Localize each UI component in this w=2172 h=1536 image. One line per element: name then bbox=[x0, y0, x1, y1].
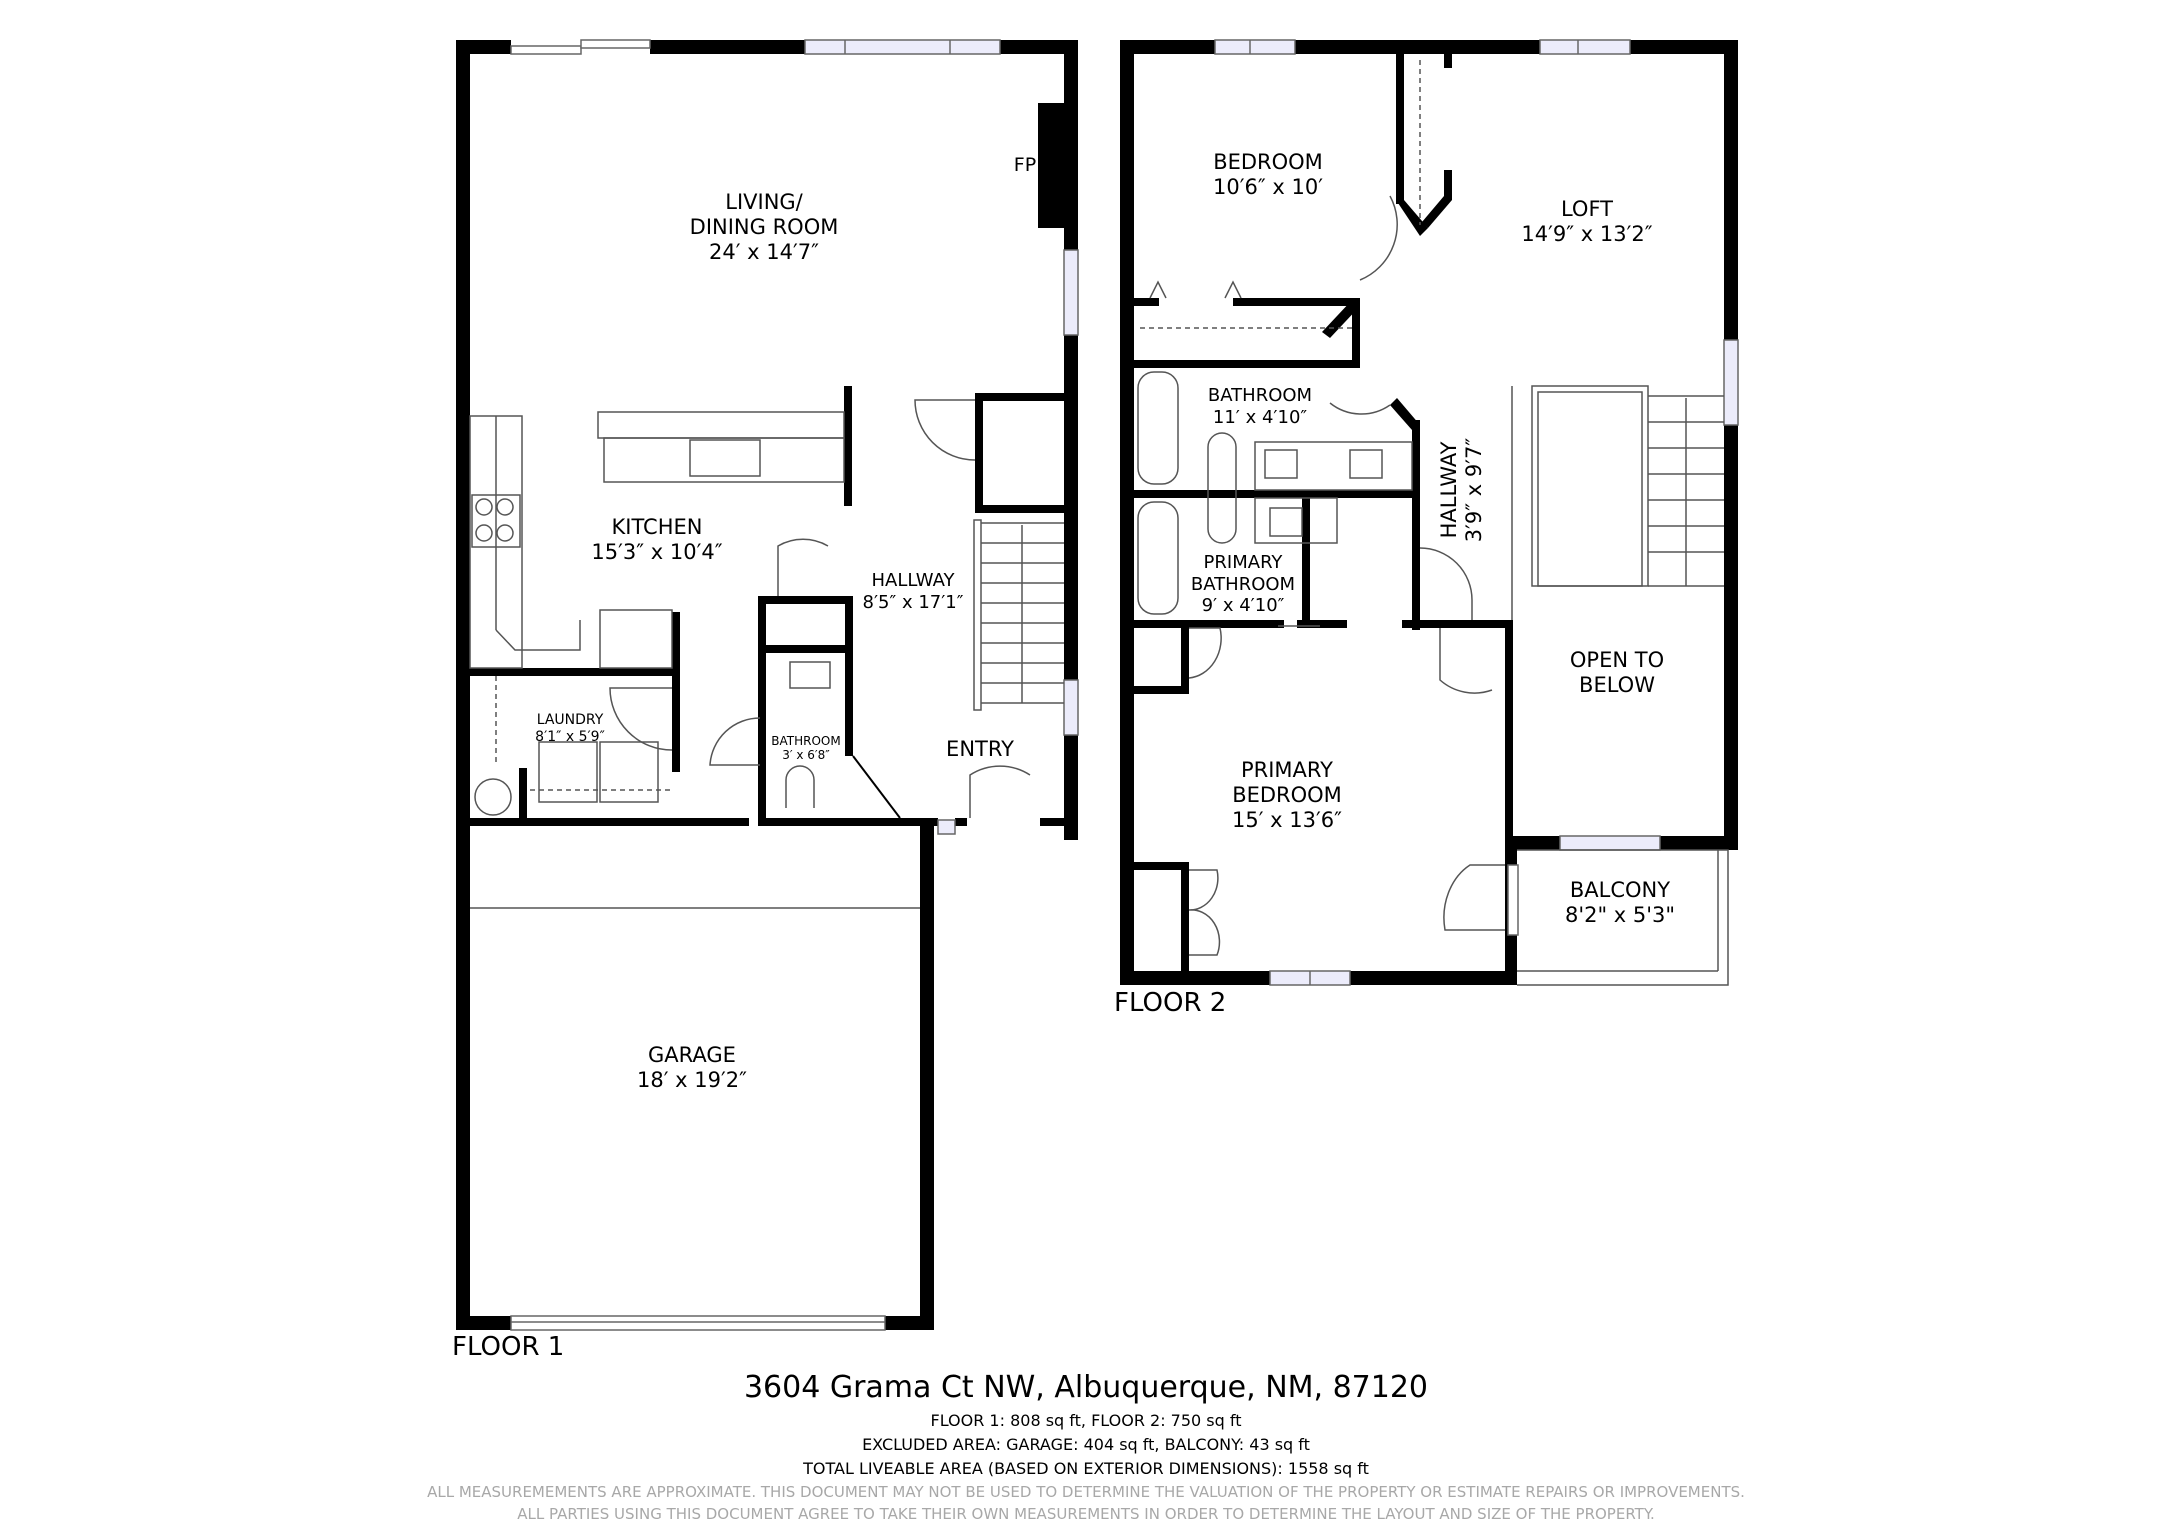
room-name: BEDROOM bbox=[1213, 150, 1323, 174]
room-name: LOFT bbox=[1560, 197, 1614, 221]
room-name: BATHROOM bbox=[771, 734, 841, 748]
room-name: PRIMARY bbox=[1203, 552, 1283, 573]
room-dimensions: 3′ x 6′8″ bbox=[782, 748, 830, 763]
floor-2-fixtures bbox=[1137, 60, 1729, 986]
room-dimensions: 8′5″ x 17′1″ bbox=[862, 591, 964, 613]
room-name-line2: DINING ROOM bbox=[689, 215, 839, 240]
plan-footer: 3604 Grama Ct NW, Albuquerque, NM, 87120… bbox=[0, 1370, 2172, 1527]
room-open-to-below: OPEN TO BELOW bbox=[1570, 648, 1664, 698]
room-bathroom-2: BATHROOM 11′ x 4′10″ bbox=[1208, 385, 1312, 428]
room-bedroom: BEDROOM 10′6″ x 10′ bbox=[1213, 150, 1323, 200]
room-balcony: BALCONY 8'2" x 5'3" bbox=[1565, 878, 1675, 928]
room-dimensions: 9′ x 4′10″ bbox=[1201, 595, 1285, 617]
floor-1-walls bbox=[456, 40, 1078, 1330]
room-living-dining: LIVING/ DINING ROOM 24′ x 14′7″ bbox=[690, 190, 839, 266]
room-name: PRIMARY bbox=[1240, 758, 1333, 782]
room-name: BALCONY bbox=[1569, 878, 1671, 902]
floor-2-windows bbox=[1214, 39, 1739, 986]
room-dimensions: 8′1″ x 5′9″ bbox=[535, 728, 605, 745]
room-kitchen: KITCHEN 15′3″ x 10′4″ bbox=[591, 515, 722, 565]
room-name: OPEN TO bbox=[1569, 648, 1665, 672]
floor-1-fixtures bbox=[469, 399, 1064, 909]
room-name-line2: BATHROOM bbox=[1190, 573, 1296, 595]
room-dimensions: 15′ x 13′6″ bbox=[1232, 808, 1342, 833]
floor-2-title: FLOOR 2 bbox=[1114, 988, 1227, 1018]
room-primary-bedroom: PRIMARY BEDROOM 15′ x 13′6″ bbox=[1232, 758, 1342, 834]
room-primary-bathroom: PRIMARY BATHROOM 9′ x 4′10″ bbox=[1191, 552, 1295, 617]
total-liveable-area: TOTAL LIVEABLE AREA (BASED ON EXTERIOR D… bbox=[803, 1459, 1369, 1478]
room-name: ENTRY bbox=[946, 737, 1014, 761]
room-name: HALLWAY bbox=[1436, 441, 1461, 539]
room-hallway-1: HALLWAY 8′5″ x 17′1″ bbox=[863, 570, 964, 613]
room-laundry: LAUNDRY 8′1″ x 5′9″ bbox=[535, 712, 605, 746]
room-dimensions: 24′ x 14′7″ bbox=[709, 240, 819, 265]
room-garage: GARAGE 18′ x 19′2″ bbox=[637, 1043, 747, 1093]
room-dimensions: 15′3″ x 10′4″ bbox=[591, 540, 723, 565]
room-name: BATHROOM bbox=[1207, 385, 1313, 406]
room-dimensions: 18′ x 19′2″ bbox=[637, 1068, 747, 1093]
room-loft: LOFT 14′9″ x 13′2″ bbox=[1521, 197, 1652, 247]
fireplace-label: FP bbox=[1013, 154, 1037, 176]
room-name: LAUNDRY bbox=[536, 712, 604, 728]
disclaimer-line-2: ALL PARTIES USING THIS DOCUMENT AGREE TO… bbox=[517, 1505, 1655, 1523]
room-dimensions: 8'2" x 5'3" bbox=[1564, 903, 1676, 928]
room-name: LIVING/ bbox=[725, 190, 803, 214]
room-dimensions: 10′6″ x 10′ bbox=[1213, 175, 1323, 200]
property-address: 3604 Grama Ct NW, Albuquerque, NM, 87120 bbox=[743, 1370, 1429, 1405]
excluded-area: EXCLUDED AREA: GARAGE: 404 sq ft, BALCON… bbox=[862, 1435, 1310, 1454]
room-name: GARAGE bbox=[648, 1043, 736, 1067]
disclaimer-line-1: ALL MEASUREMEMENTS ARE APPROXIMATE. THIS… bbox=[427, 1483, 1745, 1501]
room-name: KITCHEN bbox=[611, 515, 703, 539]
room-name-line2: BELOW bbox=[1579, 673, 1655, 698]
floor-1-title: FLOOR 1 bbox=[452, 1332, 565, 1362]
room-name: HALLWAY bbox=[871, 570, 955, 591]
room-name-line2: BEDROOM bbox=[1232, 783, 1342, 808]
floor-1-windows bbox=[510, 39, 1079, 1331]
room-bathroom-1: BATHROOM 3′ x 6′8″ bbox=[771, 734, 840, 763]
floor-areas: FLOOR 1: 808 sq ft, FLOOR 2: 750 sq ft bbox=[930, 1411, 1242, 1430]
room-dimensions: 14′9″ x 13′2″ bbox=[1521, 222, 1653, 247]
room-dimensions: 3′9″ x 9′7″ bbox=[1462, 437, 1486, 543]
room-hallway-2: HALLWAY 3′9″ x 9′7″ bbox=[1437, 438, 1487, 542]
room-dimensions: 11′ x 4′10″ bbox=[1212, 406, 1308, 428]
room-entry: ENTRY bbox=[946, 737, 1014, 762]
